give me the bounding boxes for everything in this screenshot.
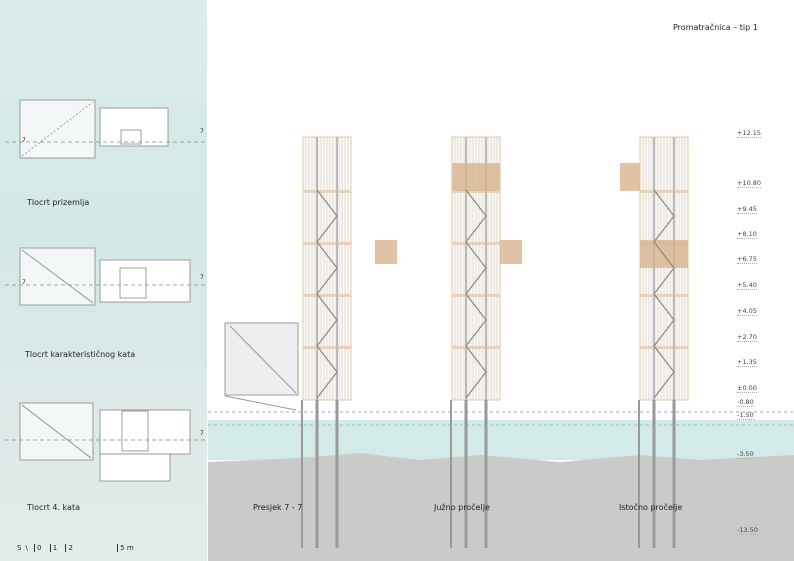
level-label: +9.45 [737, 205, 757, 214]
north-label: S [17, 544, 22, 552]
level-label: -0.80 [737, 398, 754, 407]
section-tower-balcony [375, 240, 397, 264]
level-label: +5.40 [737, 281, 757, 290]
section-mark: 7 [22, 279, 26, 286]
level-label: +12.15 [737, 129, 762, 138]
south-tower-floor-beam [452, 346, 500, 349]
scale-tick: 2 [65, 544, 73, 552]
section-mark: 7 [200, 430, 204, 437]
level-label: -13.50 [737, 526, 758, 535]
plan-ground-floor [5, 99, 205, 159]
section-tower-floor-beam [303, 346, 351, 349]
level-label: +8.10 [737, 230, 757, 239]
section-mark: 7 [200, 274, 204, 281]
east-tower-stair-flight [653, 241, 675, 295]
south-tower-floor-beam [452, 294, 500, 297]
level-label: +10.80 [737, 179, 762, 188]
east-tower-stair-flight [653, 189, 675, 243]
east-tower-floor-beam [640, 294, 688, 297]
section-tower-stair-flight [316, 293, 338, 347]
section-tower-floor-beam [303, 294, 351, 297]
east-tower-floor-beam [640, 346, 688, 349]
south-tower-enclosed-level [452, 163, 500, 191]
east-tower-enclosed-level [640, 240, 688, 268]
plan-label-typical: Tlocrt karakterističnog kata [25, 350, 136, 359]
scale-bar: S\ 0 1 2 5 m [17, 544, 134, 552]
view-label-east: Istočno pročelje [619, 503, 683, 512]
plan-label-ground: Tlocrt prizemlja [27, 198, 90, 207]
sheet-title: Promatračnica – tip 1 [673, 23, 758, 32]
south-tower-stair-flight [465, 241, 487, 295]
section-tower-stair-flight [316, 241, 338, 295]
south-tower-stair-flight [465, 293, 487, 347]
view-label-south: Južno pročelje [434, 503, 490, 512]
level-label: -1.50 [737, 411, 754, 420]
south-tower-balcony [500, 240, 522, 264]
ground-layer [208, 453, 794, 561]
south-tower-floor-beam [452, 242, 500, 245]
level-label: +6.75 [737, 255, 757, 264]
level-label: -3.50 [737, 450, 754, 459]
water-layer [208, 420, 794, 460]
level-label: +4.05 [737, 307, 757, 316]
plan-label-fourth: Tlocrt 4. kata [27, 503, 80, 512]
level-label: ±0.00 [737, 384, 757, 393]
level-label: +2.70 [737, 333, 757, 342]
east-tower-stair-flight [653, 293, 675, 347]
east-tower-stair-flight [653, 345, 675, 399]
section-mark: 7 [200, 128, 204, 135]
south-tower-floor-beam [452, 190, 500, 193]
section-tower-floor-beam [303, 190, 351, 193]
plan-fourth-floor [5, 402, 205, 482]
side-structure [224, 322, 299, 411]
section-tower-floor-beam [303, 242, 351, 245]
south-tower-stair-flight [465, 345, 487, 399]
plan-typical-floor [5, 247, 205, 306]
section-mark: 7 [22, 137, 26, 144]
east-tower-floor-beam [640, 190, 688, 193]
scale-tick: 0 [34, 544, 42, 552]
section-tower-stair-flight [316, 189, 338, 243]
view-label-section: Presjek 7 - 7 [253, 503, 303, 512]
level-label: +1.35 [737, 358, 757, 367]
section-tower-stair-flight [316, 345, 338, 399]
south-tower-stair-flight [465, 189, 487, 243]
east-tower-balcony [620, 163, 640, 191]
scale-tick: 5 m [117, 544, 134, 552]
scale-tick: 1 [49, 544, 58, 552]
